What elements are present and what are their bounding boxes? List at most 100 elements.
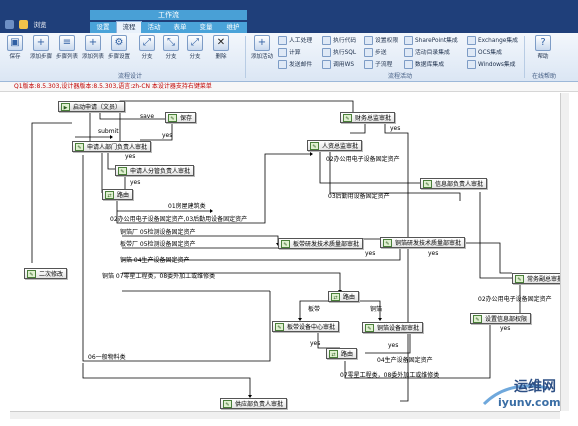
manual-task-button[interactable]: 人工处理 xyxy=(278,36,312,45)
task-node-icon: ✎ xyxy=(515,275,524,283)
node-route-3[interactable]: ⇄路由 xyxy=(326,348,358,359)
add-step-button[interactable]: +添加步骤 xyxy=(30,35,52,60)
node-label: 二次修改 xyxy=(39,271,64,278)
menu-icon[interactable] xyxy=(5,20,14,29)
set-permission-button[interactable]: 设置权限 xyxy=(364,36,398,45)
node-label: 路由 xyxy=(343,294,356,301)
tab-activity[interactable]: 活动 xyxy=(141,22,167,33)
branch-icon: ⤡ xyxy=(163,35,179,51)
ribbon-separator xyxy=(245,36,246,78)
node-copper-device-approval[interactable]: ✎铜箔设备部审批 xyxy=(362,322,424,333)
workflow-canvas[interactable]: ▶启动申请（文员） ✎保存 ✎申请人部门负责人审批 ✎申请人分管负责人审批 ⇄路… xyxy=(10,93,568,411)
node-board-device-center-approval[interactable]: ✎板带设备中心审批 xyxy=(272,321,340,332)
send-mail-button[interactable]: 发送邮件 xyxy=(278,60,312,69)
branch-button-1[interactable]: ⤢分支 xyxy=(136,35,158,60)
node-route-2[interactable]: ⇄路由 xyxy=(328,291,360,302)
edge-label-copper-production: 铜箔 04生产设备固定资产 xyxy=(120,257,190,264)
node-department-head-approval[interactable]: ✎申请人部门负责人审批 xyxy=(72,141,152,152)
edge-label-office-vp: 02办公用电子设备固定资产 xyxy=(478,296,552,303)
node-route-1[interactable]: ⇄路由 xyxy=(102,189,134,200)
node-label: 启动申请（文员） xyxy=(73,104,122,111)
database-icon xyxy=(322,48,331,57)
delete-label: 删除 xyxy=(215,54,227,60)
step-list-icon: ≡ xyxy=(59,35,75,51)
add-list-button[interactable]: +添加列表 xyxy=(82,35,104,60)
sharepoint-integration-button[interactable]: SharePoint集成 xyxy=(404,36,458,45)
delete-button[interactable]: ✕ 删除 xyxy=(210,35,232,60)
branch-button-3[interactable]: ⤢分支 xyxy=(184,35,206,60)
edge-label-office-logistics: 02办公用电子设备固定资产,03后勤用设备固定资产 xyxy=(110,216,248,223)
node-info-dept-head-approval[interactable]: ✎信息部负责人审批 xyxy=(420,178,488,189)
step-settings-label: 步骤设置 xyxy=(108,54,131,60)
run-code-button[interactable]: 执行代码 xyxy=(322,36,356,45)
task-node-icon: ✎ xyxy=(281,240,290,248)
node-copper-rd-quality-approval[interactable]: ✎铜箔研发技术质量部审批 xyxy=(380,237,466,248)
branch-label-3: 分支 xyxy=(189,54,201,60)
node-hr-director-approval[interactable]: ✎人资总监审批 xyxy=(307,140,363,151)
step-list-button[interactable]: ≡步骤列表 xyxy=(56,35,78,60)
horizontal-scrollbar[interactable] xyxy=(10,411,560,419)
edge-label-yes: yes xyxy=(130,179,141,186)
windows-integration-label: Windows集成 xyxy=(478,62,516,68)
node-label: 供应部负责人审批 xyxy=(235,401,284,408)
route-node-icon: ⇄ xyxy=(329,350,338,358)
tab-variable[interactable]: 变量 xyxy=(193,22,219,33)
tab-browse[interactable]: 浏览 xyxy=(33,21,47,29)
version-info-bar: Q1版本:8.5.303,设计器版本:8.5.303,语言:zh-CN 本设计器… xyxy=(0,82,578,92)
task-node-icon: ✎ xyxy=(275,323,284,331)
vertical-scrollbar[interactable] xyxy=(560,93,569,411)
web-service-icon xyxy=(322,60,331,69)
edge-label-board-inspection: 板带厂 05检测设备固定资产 xyxy=(120,241,196,248)
node-branch-head-approval[interactable]: ✎申请人分管负责人审批 xyxy=(115,165,195,176)
tab-settings[interactable]: 设置 xyxy=(90,22,116,33)
node-board-rd-quality-approval[interactable]: ✎板带研发技术质量部审批 xyxy=(278,238,364,249)
tab-maintenance[interactable]: 维护 xyxy=(219,22,247,33)
directory-icon xyxy=(404,48,413,57)
set-permission-label: 设置权限 xyxy=(375,38,399,44)
node-executive-vp-approval[interactable]: ✎常务副总审批 xyxy=(512,273,568,284)
step-settings-button[interactable]: ⚙步骤设置 xyxy=(108,35,130,60)
ribbon-title-bar: 浏览 工作流 设置 流程 活动 表单 变量 维护 xyxy=(0,0,578,34)
node-label: 板带研发技术质量部审批 xyxy=(293,241,360,248)
add-activity-button[interactable]: +添加活动 xyxy=(249,35,275,60)
call-ws-label: 调用WS xyxy=(333,62,355,68)
sub-process-button[interactable]: 子流程 xyxy=(364,60,392,69)
context-group-workflow: 工作流 xyxy=(90,10,247,20)
tab-form[interactable]: 表单 xyxy=(167,22,193,33)
step-send-button[interactable]: 步送 xyxy=(364,48,387,57)
exchange-integration-button[interactable]: Exchange集成 xyxy=(467,36,518,45)
ocs-integration-button[interactable]: OCS集成 xyxy=(467,48,502,57)
node-save[interactable]: ✎保存 xyxy=(165,112,197,123)
save-button[interactable]: ▣保存 xyxy=(4,35,26,60)
database-integration-button[interactable]: 数据库集成 xyxy=(404,60,444,69)
edge-label-submit: submit xyxy=(98,128,119,135)
calculate-button[interactable]: 计算 xyxy=(278,48,301,57)
node-finance-director-approval[interactable]: ✎财务总监审批 xyxy=(340,112,396,123)
sharepoint-icon xyxy=(404,36,413,45)
save-label: 保存 xyxy=(9,54,21,60)
code-icon xyxy=(322,36,331,45)
call-ws-button[interactable]: 调用WS xyxy=(322,60,354,69)
node-start-application[interactable]: ▶启动申请（文员） xyxy=(58,101,126,112)
node-label: 人资总监审批 xyxy=(322,143,359,150)
help-button[interactable]: ?帮助 xyxy=(532,35,554,60)
delete-icon: ✕ xyxy=(213,35,229,51)
node-label: 申请人分管负责人审批 xyxy=(130,168,191,175)
task-node-icon: ✎ xyxy=(383,239,392,247)
node-resubmit[interactable]: ✎二次修改 xyxy=(24,268,68,279)
folder-icon[interactable] xyxy=(19,20,29,29)
node-set-info-dept-permission[interactable]: ✎设置信息部权限 xyxy=(470,313,532,324)
windows-integration-button[interactable]: Windows集成 xyxy=(467,60,515,69)
node-label: 申请人部门负责人审批 xyxy=(87,144,148,151)
run-code-label: 执行代码 xyxy=(333,38,357,44)
edge-label-yes: yes xyxy=(500,325,511,332)
branch-button-2[interactable]: ⤡分支 xyxy=(160,35,182,60)
edge-label-housing: 01房屋建筑类 xyxy=(168,203,206,210)
task-node-icon: ✎ xyxy=(343,114,352,122)
node-supply-dept-head-approval[interactable]: ✎供应部负责人审批 xyxy=(220,398,288,409)
run-sql-button[interactable]: 执行SQL xyxy=(322,48,356,57)
edge-label-yes: yes xyxy=(390,125,401,132)
ad-integration-button[interactable]: 活动目录集成 xyxy=(404,48,450,57)
add-list-label: 添加列表 xyxy=(82,54,105,60)
edge-label-save: save xyxy=(140,113,155,120)
